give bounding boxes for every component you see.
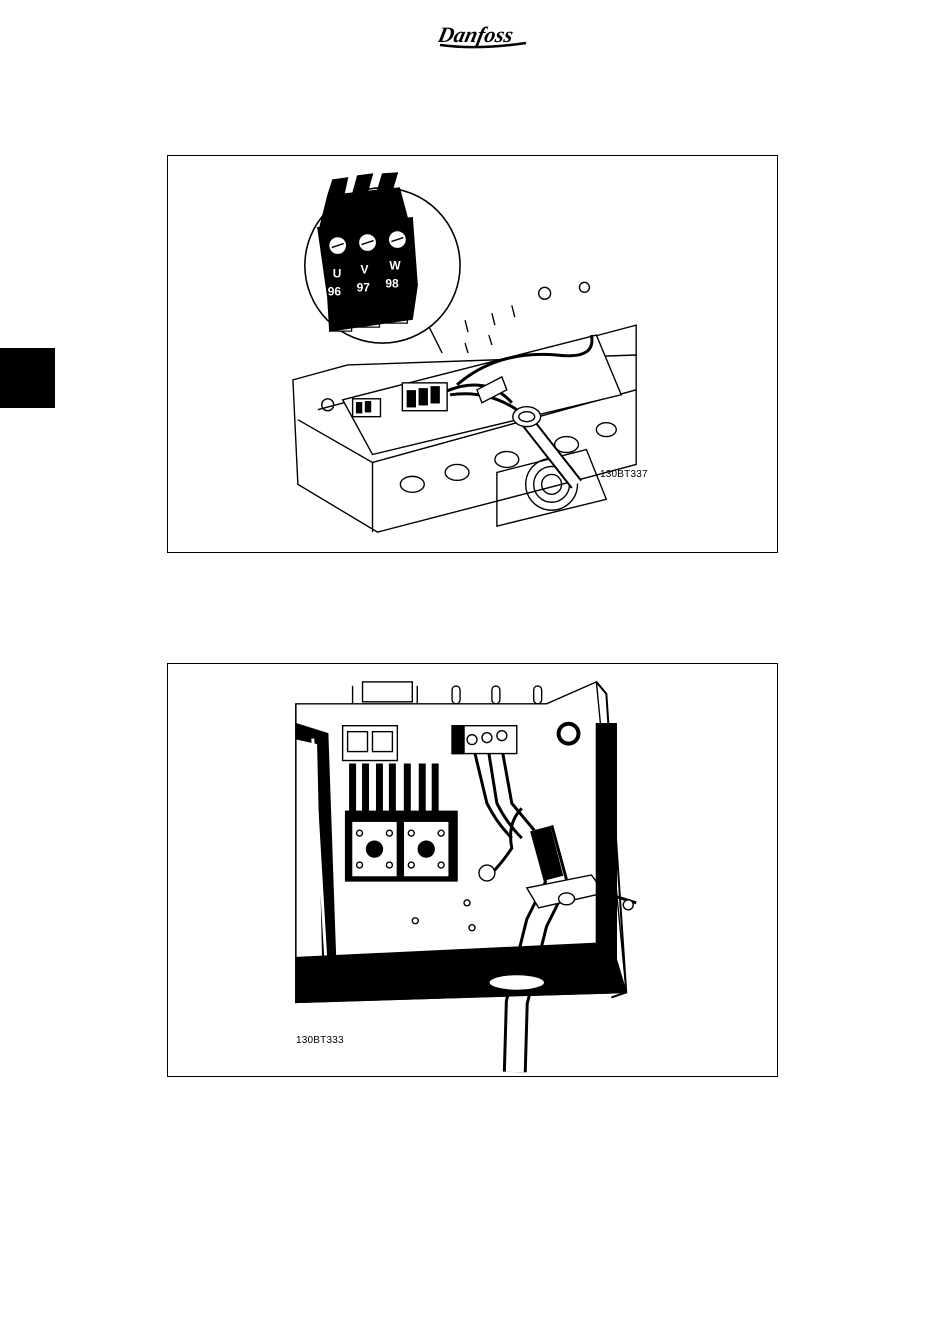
terminal-number-97: 97: [357, 280, 371, 294]
figure-motor-connection-large: 130BT333: [167, 663, 778, 1077]
terminal-letter-v: V: [361, 262, 369, 276]
figure-motor-connection-small: U V W 96 97 98 130BT337: [167, 155, 778, 553]
figure-code-label: 130BT333: [296, 1035, 344, 1046]
chapter-tab-marker: [0, 348, 55, 408]
danfoss-logo: Danfoss: [438, 18, 532, 52]
terminal-number-96: 96: [328, 284, 342, 298]
terminal-letter-w: W: [389, 258, 401, 272]
figure-code-label: 130BT337: [600, 469, 648, 480]
motor-connection-illustration-1: U V W 96 97 98: [168, 156, 777, 552]
terminal-number-98: 98: [385, 276, 399, 290]
terminal-letter-u: U: [333, 266, 342, 280]
motor-connection-illustration-2: [168, 664, 777, 1076]
brand-wordmark: Danfoss: [438, 22, 516, 47]
